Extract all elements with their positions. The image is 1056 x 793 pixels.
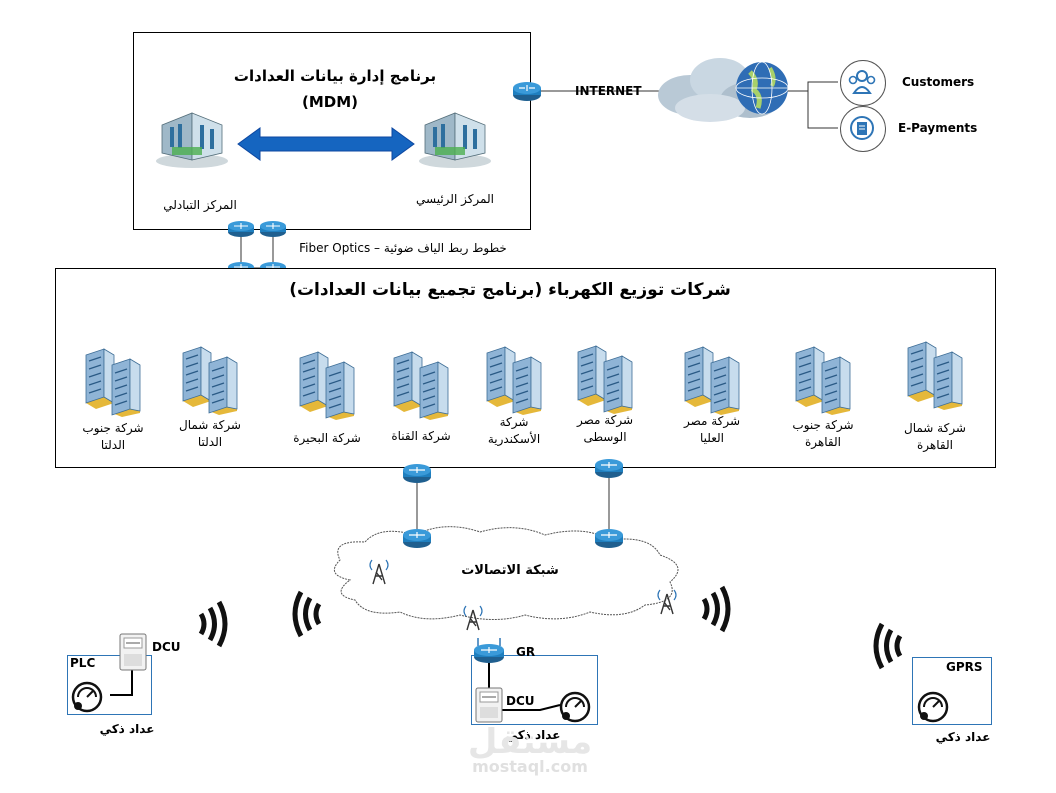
backup-center-building-icon	[156, 112, 228, 168]
watermark-arabic: مستقل	[467, 722, 593, 762]
sync-double-arrow	[237, 127, 415, 161]
mdm-title: برنامج إدارة بيانات العدادات	[233, 67, 437, 85]
watermark-latin: mostaql.com	[472, 757, 588, 776]
plc-smart-meter-icon	[71, 681, 103, 713]
company-label: شركة القناة	[366, 428, 476, 445]
mdm-subtitle: (MDM)	[301, 93, 358, 111]
gr-smart-meter-icon	[559, 691, 591, 723]
company-label-line1: شركة القناة	[391, 429, 451, 443]
company-label-line1: شركة شمال	[178, 418, 241, 432]
company-label: شركة جنوب الدلتا	[58, 420, 168, 454]
wireless-signal-1-icon	[198, 600, 228, 648]
company-label-line2: القاهرة	[805, 435, 841, 449]
company-server-icon	[182, 346, 238, 415]
wireless-signal-3-icon	[701, 585, 731, 633]
company-label: شركة البحيرة	[272, 430, 382, 447]
gr-label: GR	[516, 645, 536, 659]
company-label: شركة الأسكندرية	[459, 414, 569, 448]
gr-meter-label: عداد ذكي	[505, 728, 561, 742]
distribution-title: شركات توزيع الكهرباء (برنامج تجميع بيانا…	[289, 280, 731, 300]
company-label: شركة مصر العليا	[657, 413, 767, 447]
gr-router-icon	[474, 638, 504, 663]
company-label-line1: شركة جنوب	[792, 418, 854, 432]
e-payments-icon	[840, 106, 886, 152]
company-server-icon	[486, 346, 542, 415]
company-label-line1: شركة مصر	[683, 414, 741, 428]
e-payments-label: E-Payments	[898, 121, 978, 135]
main-center-label: المركز الرئيسي	[416, 192, 494, 206]
company-label-line2: الوسطى	[583, 430, 627, 444]
telecom-router-1-icon	[403, 529, 431, 548]
gr-dcu-label: DCU	[506, 694, 535, 708]
main-center-building-icon	[419, 112, 491, 168]
company-label-line2: القاهرة	[917, 438, 953, 452]
fiber-label: خطوط ربط الياف ضوئية – Fiber Optics	[299, 241, 507, 255]
gprs-meter-label: عداد ذكي	[935, 730, 991, 744]
company-label: شركة مصر الوسطى	[550, 412, 660, 446]
company-server-icon	[393, 351, 449, 420]
company-server-icon	[85, 348, 141, 417]
wireless-signal-4-icon	[873, 622, 903, 670]
company-label: شركة شمال القاهرة	[880, 420, 990, 454]
plc-box	[67, 655, 152, 715]
company-server-icon	[684, 346, 740, 415]
company-label-line1: شركة مصر	[576, 413, 634, 427]
telecom-cloud-icon	[333, 526, 679, 620]
wireless-signal-2-icon	[292, 590, 322, 638]
company-label-line2: الدلتا	[197, 435, 223, 449]
backup-center-label: المركز التبادلي	[163, 198, 237, 212]
company-label: شركة شمال الدلتا	[155, 417, 265, 451]
telecom-label: شبكة الاتصالات	[461, 563, 559, 578]
internet-label: INTERNET	[575, 84, 642, 98]
company-label-line2: الدلتا	[100, 438, 126, 452]
company-server-icon	[299, 351, 355, 420]
plc-label: PLC	[70, 656, 96, 670]
distribution-router-1-icon	[403, 464, 431, 483]
company-label-line1: شركة جنوب	[82, 421, 144, 435]
customers-icon	[840, 60, 886, 106]
company-label: شركة جنوب القاهرة	[768, 417, 878, 451]
company-label-line1: شركة البحيرة	[293, 431, 361, 445]
gr-box	[471, 655, 598, 725]
company-label-line1: شركة شمال	[903, 421, 966, 435]
company-label-line2: العليا	[699, 431, 725, 445]
cell-tower-3-icon	[657, 589, 677, 615]
plc-dcu-label: DCU	[152, 640, 181, 654]
cell-tower-2-icon	[463, 605, 483, 631]
company-server-icon	[907, 341, 963, 410]
company-label-line2: الأسكندرية	[487, 432, 541, 446]
plc-dcu-device-icon	[119, 633, 147, 671]
cell-tower-1-icon	[369, 559, 389, 585]
gprs-box	[912, 657, 992, 725]
distribution-router-2-icon	[595, 459, 623, 478]
company-server-icon	[577, 345, 633, 414]
company-server-icon	[795, 346, 851, 415]
company-label-line1: شركة	[499, 415, 529, 429]
plc-meter-label: عداد ذكي	[99, 722, 155, 736]
gprs-smart-meter-icon	[917, 691, 949, 723]
telecom-router-2-icon	[595, 529, 623, 548]
internet-router-icon	[513, 82, 541, 101]
internet-cloud-icon	[658, 58, 789, 122]
gprs-label: GPRS	[946, 660, 983, 674]
customers-label: Customers	[902, 75, 975, 89]
gr-dcu-device-icon	[475, 687, 503, 723]
